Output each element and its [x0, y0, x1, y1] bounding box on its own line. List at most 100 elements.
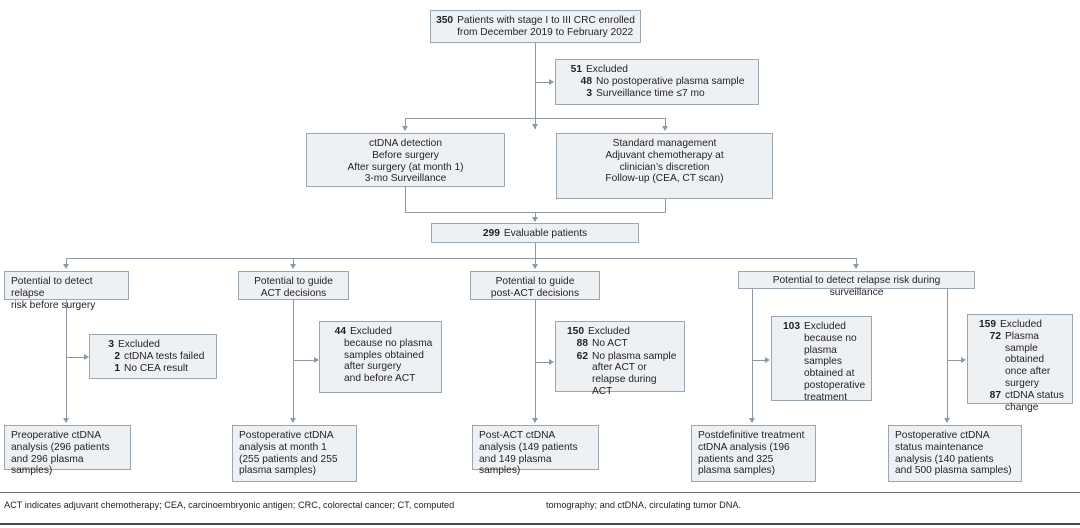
- arrow-evaluable: [531, 217, 538, 222]
- excl-act-line-2: after surgery: [344, 361, 402, 373]
- arrow-excluded-top: [549, 78, 554, 85]
- excl-presurgery-item-1-text: No CEA result: [124, 362, 188, 374]
- footnote-left: ACT indicates adjuvant chemotherapy; CEA…: [4, 500, 455, 510]
- outcome-postop-line-2: (255 patients and 255: [239, 453, 338, 465]
- branch-presurgery-line1: Potential to detect relapse: [11, 276, 93, 299]
- outcome-status-line-2: analysis (140 patients: [895, 453, 994, 465]
- node-ctdna-detection: ctDNA detection Before surgery After sur…: [306, 133, 505, 187]
- ctdna-detection-item-1: After surgery (at month 1): [347, 161, 464, 173]
- outcome-postdef-line-0: Postdefinitive treatment: [698, 430, 805, 441]
- excl-presurgery-item-0-count: 2: [114, 350, 120, 362]
- excluded-top-item-0-text: No postoperative plasma sample: [596, 75, 745, 87]
- connector-standard-stem: [665, 118, 666, 130]
- branch-act-line1: Potential to guide: [254, 276, 333, 287]
- branch-surveillance-line1: Potential to detect relapse risk during …: [772, 275, 941, 298]
- excl-postdefinitive-label: Excluded: [804, 321, 846, 332]
- node-branch-presurgery: Potential to detect relapse risk before …: [4, 271, 129, 311]
- connector-ctdna-to-merge: [405, 187, 406, 212]
- excl-surveillance-item-0-text: Plasma sample obtained once after surger…: [1005, 330, 1051, 389]
- branch-post-act-line2: post-ACT decisions: [490, 287, 580, 299]
- arrow-outcome-status-maintenance: [943, 418, 950, 423]
- enrolled-line1: Patients with stage I to III CRC enrolle…: [457, 15, 635, 26]
- arrow-standard-management: [661, 126, 668, 131]
- branch-post-act-line1: Potential to guide: [495, 276, 575, 287]
- excl-surveillance-count: 159: [979, 319, 996, 330]
- connector-enrolled-down: [535, 43, 536, 129]
- excl-act-label: Excluded: [350, 326, 392, 337]
- outcome-postop-line-0: Postoperative ctDNA: [239, 430, 334, 441]
- node-outcome-status-maintenance: Postoperative ctDNA status maintenance a…: [888, 425, 1022, 482]
- outcome-postop-line-3: plasma samples): [239, 465, 316, 477]
- arrow-excl-postdefinitive: [765, 356, 770, 363]
- standard-management-item-2: Follow-up (CEA, CT scan): [605, 173, 724, 185]
- connector-evaluable-down: [535, 243, 536, 258]
- excl-act-line-3: and before ACT: [344, 373, 416, 385]
- node-outcome-post-act: Post-ACT ctDNA analysis (149 patients an…: [472, 425, 599, 476]
- outcome-preoperative-line-2: and 296 plasma samples): [11, 453, 84, 477]
- enrolled-count: 350: [436, 15, 454, 26]
- outcome-status-line-3: and 500 plasma samples): [895, 465, 1012, 477]
- connector-b1-down: [66, 300, 67, 422]
- excl-post-act-item-0-text: No ACT: [592, 337, 628, 349]
- standard-management-item-1: clinician’s discretion: [619, 161, 710, 173]
- excl-post-act-item-1-text: No plasma sample after ACT or relapse du…: [592, 350, 677, 397]
- node-excl-presurgery: 3 Excluded 2 ctDNA tests failed 1 No CEA…: [89, 334, 217, 379]
- footnote-right: tomography; and ctDNA, circulating tumor…: [546, 500, 742, 510]
- arrow-excl-presurgery: [84, 353, 89, 360]
- connector-ctdna-stem: [405, 118, 406, 130]
- connector-b3-to-excl: [535, 362, 552, 363]
- enrolled-line2: from December 2019 to February 2022: [457, 26, 634, 38]
- ctdna-detection-item-2: 3-mo Surveillance: [364, 173, 447, 185]
- arrow-branch-3: [531, 264, 538, 269]
- node-branch-surveillance: Potential to detect relapse risk during …: [738, 271, 975, 298]
- excluded-top-label: Excluded: [586, 64, 628, 75]
- evaluable-count: 299: [482, 228, 500, 239]
- connector-b4-leg-right: [947, 289, 948, 422]
- node-evaluable: 299 Evaluable patients: [431, 223, 639, 243]
- branch-presurgery-line2: risk before surgery: [11, 299, 96, 311]
- excl-post-act-item-0-count: 88: [576, 337, 588, 349]
- outcome-preoperative-line-1: analysis (296 patients: [11, 441, 110, 453]
- node-excl-act: 44 Excluded because no plasma samples ob…: [319, 321, 442, 393]
- node-excl-surveillance: 159 Excluded 72 Plasma sample obtained o…: [967, 314, 1073, 413]
- node-excl-postdefinitive: 103 Excluded because no plasma samples o…: [771, 316, 872, 403]
- excl-postdefinitive-count: 103: [783, 321, 800, 332]
- connector-branch-stem-3: [535, 258, 536, 268]
- outcome-post-act-line-1: analysis (149 patients: [479, 441, 578, 453]
- excluded-top-count: 51: [570, 64, 582, 75]
- footnote-rule-top: [0, 492, 1080, 493]
- standard-management-title: Standard management: [612, 138, 717, 149]
- excl-post-act-label: Excluded: [588, 326, 630, 337]
- excl-postdefinitive-line-2: obtained at: [804, 368, 855, 380]
- outcome-post-act-line-2: and 149 plasma samples): [479, 453, 552, 477]
- evaluable-label: Evaluable patients: [503, 228, 588, 239]
- arrow-branch-2: [289, 264, 296, 269]
- excl-presurgery-item-0-text: ctDNA tests failed: [124, 350, 205, 362]
- arrow-ctdna-detection: [401, 126, 408, 131]
- excl-post-act-count: 150: [567, 326, 584, 337]
- arrow-excl-act: [314, 356, 319, 363]
- excl-presurgery-label: Excluded: [118, 339, 160, 350]
- arrow-outcome-postoperative-m1: [289, 418, 296, 423]
- node-excl-post-act: 150 Excluded 88 No ACT 62 No plasma samp…: [555, 321, 685, 397]
- outcome-status-line-0: Postoperative ctDNA: [895, 430, 990, 441]
- connector-b3-down: [535, 300, 536, 422]
- outcome-post-act-line-0: Post-ACT ctDNA: [479, 430, 556, 441]
- arrow-outcome-preoperative: [62, 418, 69, 423]
- arrow-to-ctdna-branchpoint: [531, 124, 538, 129]
- excl-presurgery-count: 3: [108, 339, 114, 350]
- node-branch-post-act: Potential to guide post-ACT decisions: [470, 271, 600, 300]
- arrow-outcome-post-act: [531, 418, 538, 423]
- connector-b1-to-excl: [66, 357, 87, 358]
- arrow-branch-4: [852, 264, 859, 269]
- outcome-postop-line-1: analysis at month 1: [239, 441, 327, 453]
- connector-branch-stem-2: [293, 258, 294, 268]
- connector-standard-to-merge: [665, 199, 666, 212]
- branch-act-line2: ACT decisions: [260, 287, 327, 299]
- excl-post-act-item-1-count: 62: [576, 350, 588, 362]
- excl-postdefinitive-line-1: plasma samples: [804, 344, 842, 368]
- node-outcome-postoperative-m1: Postoperative ctDNA analysis at month 1 …: [232, 425, 357, 482]
- node-outcome-postdefinitive: Postdefinitive treatment ctDNA analysis …: [691, 425, 816, 482]
- connector-branch-stem-1: [66, 258, 67, 268]
